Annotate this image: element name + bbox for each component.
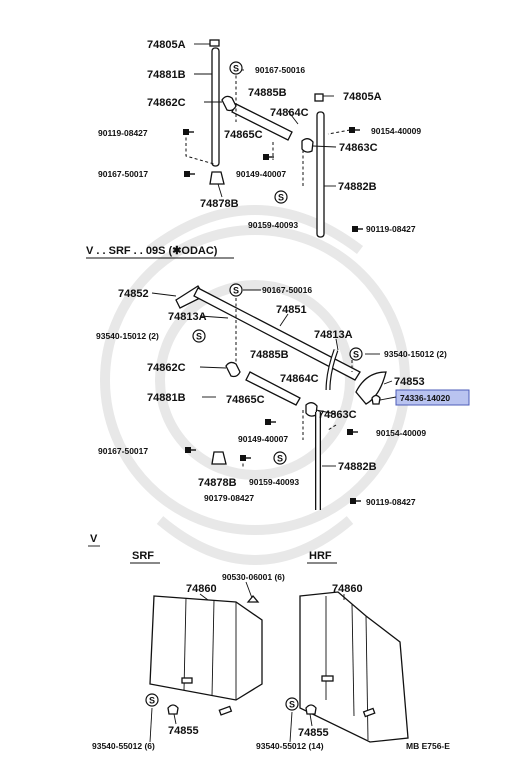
top-assembly bbox=[182, 39, 364, 238]
clip-symbol bbox=[274, 190, 288, 204]
hrf-title: HRF bbox=[309, 550, 332, 562]
clip-symbol bbox=[229, 61, 243, 75]
label-74852: 74852 bbox=[118, 288, 149, 300]
label-74853: 74853 bbox=[394, 376, 425, 388]
srf-title: SRF bbox=[132, 550, 154, 562]
label-74813A-left: 74813A bbox=[168, 311, 207, 323]
label-74882B: 74882B bbox=[338, 181, 377, 193]
label-74878B: 74878B bbox=[200, 198, 239, 210]
label-74865C-mid: 74865C bbox=[226, 394, 265, 406]
label-hrf-74855: 74855 bbox=[298, 727, 329, 739]
label-74862C: 74862C bbox=[147, 97, 186, 109]
label-hrf-74860: 74860 bbox=[332, 583, 363, 595]
label-74881B: 74881B bbox=[147, 69, 186, 81]
label-74336-14020[interactable]: 74336-14020 bbox=[400, 393, 450, 403]
highlighted-part-74336-14020[interactable]: 74336-14020 bbox=[395, 389, 470, 406]
label-74882B-mid: 74882B bbox=[338, 461, 377, 473]
label-74878B-mid: 74878B bbox=[198, 477, 237, 489]
reference-code: MB E756-E bbox=[406, 741, 450, 751]
label-74864C-mid: 74864C bbox=[280, 373, 319, 385]
label-74865C: 74865C bbox=[224, 129, 263, 141]
label-74863C: 74863C bbox=[339, 142, 378, 154]
section-header-srf-odac: V . . SRF . . 09S (✱ODAC) bbox=[86, 245, 218, 257]
label-74885B-mid: 74885B bbox=[250, 349, 289, 361]
hrf-panel-74860 bbox=[299, 591, 409, 743]
label-74864C: 74864C bbox=[270, 107, 309, 119]
bracket-74853 bbox=[355, 371, 387, 405]
label-74863C-mid: 74863C bbox=[318, 409, 357, 421]
label-90167-50016-mid: 90167-50016 bbox=[262, 285, 312, 295]
label-74881B-mid: 74881B bbox=[147, 392, 186, 404]
label-90149-40007-mid: 90149-40007 bbox=[238, 434, 288, 444]
watermark-emblem bbox=[100, 205, 410, 565]
label-90167-50017-mid: 90167-50017 bbox=[98, 446, 148, 456]
label-90159-40093-mid: 90159-40093 bbox=[249, 477, 299, 487]
label-90119-08427-mid: 90119-08427 bbox=[366, 497, 416, 507]
label-90119-08427: 90119-08427 bbox=[98, 128, 148, 138]
cap-74805A-left bbox=[209, 39, 220, 47]
srf-panel-74860 bbox=[149, 594, 263, 716]
label-90159-40093: 90159-40093 bbox=[248, 220, 298, 230]
label-93540-15012-right: 93540-15012 (2) bbox=[384, 349, 447, 359]
label-90167-50016: 90167-50016 bbox=[255, 65, 305, 75]
label-srf-90530-06001: 90530-06001 (6) bbox=[222, 572, 285, 582]
label-90149-40007: 90149-40007 bbox=[236, 169, 286, 179]
label-srf-74860: 74860 bbox=[186, 583, 217, 595]
label-93540-15012-left: 93540-15012 (2) bbox=[96, 331, 159, 341]
label-74805A: 74805A bbox=[147, 39, 186, 51]
label-srf-93540-55012: 93540-55012 (6) bbox=[92, 741, 155, 751]
label-74813A-right: 74813A bbox=[314, 329, 353, 341]
label-90179-08427: 90179-08427 bbox=[204, 493, 254, 503]
label-90167-50017: 90167-50017 bbox=[98, 169, 148, 179]
label-srf-74855: 74855 bbox=[168, 725, 199, 737]
middle-assembly bbox=[151, 283, 393, 510]
label-74862C-mid: 74862C bbox=[147, 362, 186, 374]
label-hrf-93540-55012: 93540-55012 (14) bbox=[256, 741, 324, 751]
label-74805A-right: 74805A bbox=[343, 91, 382, 103]
label-90154-40009: 90154-40009 bbox=[371, 126, 421, 136]
label-74851: 74851 bbox=[276, 304, 307, 316]
section-header-v: V bbox=[90, 533, 98, 545]
cap-74805A-right bbox=[314, 93, 324, 102]
label-90154-40009-mid: 90154-40009 bbox=[376, 428, 426, 438]
label-90119-08427-right: 90119-08427 bbox=[366, 224, 416, 234]
label-74885B: 74885B bbox=[248, 87, 287, 99]
